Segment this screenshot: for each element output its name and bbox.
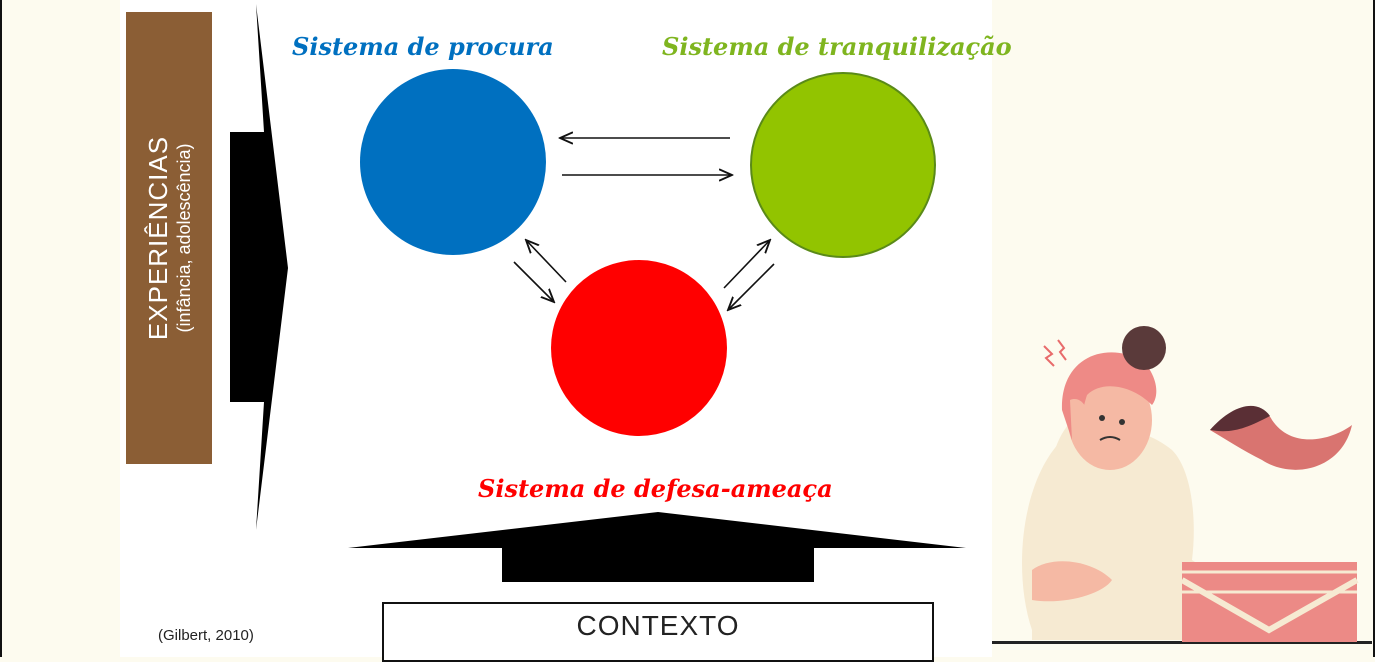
arrow-drive-to-threat — [513, 261, 554, 302]
citation: (Gilbert, 2010) — [158, 627, 254, 644]
arrow-soothing-to-threat — [728, 263, 775, 310]
stress-lines-icon — [1043, 339, 1067, 367]
frown — [1099, 436, 1121, 441]
soothing-system-label: Sistema de tranquilização — [662, 32, 1012, 61]
resting-hand — [1032, 561, 1112, 602]
hair-bun — [1122, 326, 1166, 370]
context-arrow-shaft — [502, 548, 814, 582]
floating-shape-dark — [1210, 405, 1270, 432]
experiences-arrow — [230, 4, 288, 530]
experiences-bar — [126, 12, 212, 464]
eye-icon — [1119, 419, 1125, 425]
context-box: CONTEXTO — [382, 602, 934, 662]
soothing-system-circle — [750, 72, 936, 258]
arrow-threat-to-drive — [526, 240, 567, 283]
hair — [1061, 352, 1157, 440]
desk-line — [992, 641, 1372, 644]
eye-icon — [1099, 415, 1105, 421]
envelope-flap — [1180, 577, 1359, 634]
stressed-woman-illustration — [992, 326, 1372, 644]
hand-on-face — [1070, 399, 1091, 447]
context-label: CONTEXTO — [576, 610, 740, 641]
frame-border-right — [1373, 0, 1375, 657]
arrow-threat-to-soothing — [723, 240, 770, 289]
face — [1068, 370, 1152, 470]
frame-border-left — [0, 0, 2, 657]
drive-system-circle — [360, 69, 546, 255]
threat-system-label: Sistema de defesa-ameaça — [478, 474, 833, 503]
context-arrow — [348, 512, 966, 548]
threat-system-circle — [551, 260, 727, 436]
drive-system-label: Sistema de procura — [292, 32, 554, 61]
